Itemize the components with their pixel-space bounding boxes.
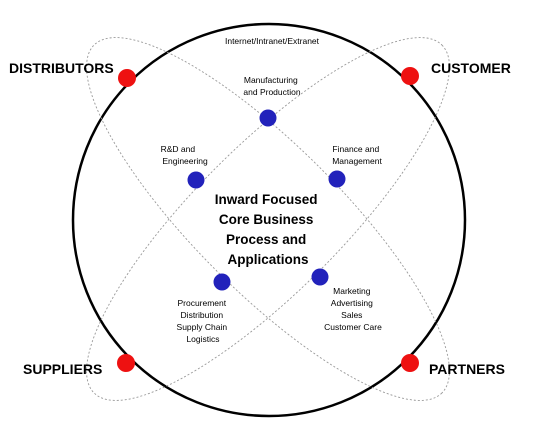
center-title: Inward Focused Core Business Process and… xyxy=(215,192,322,267)
partners-node xyxy=(401,354,419,372)
procurement-node xyxy=(213,273,231,291)
customer-node xyxy=(401,67,419,85)
suppliers-label: SUPPLIERS xyxy=(23,361,102,377)
distributors-label: DISTRIBUTORS xyxy=(9,60,114,76)
finance-node xyxy=(328,170,346,188)
customer-label: CUSTOMER xyxy=(431,60,511,76)
partners-label: PARTNERS xyxy=(429,361,505,377)
finance-label: Finance and Management xyxy=(332,144,382,166)
rnd-label: R&D and Engineering xyxy=(161,144,208,166)
manufacturing-label: Manufacturing and Production xyxy=(243,75,300,97)
procurement-label: Procurement Distribution Supply Chain Lo… xyxy=(177,298,230,344)
outer-circle xyxy=(71,22,467,418)
orbit-ellipse-descending xyxy=(86,37,450,401)
rnd-node xyxy=(187,171,205,189)
marketing-label: Marketing Advertising Sales Customer Car… xyxy=(324,286,382,332)
marketing-node xyxy=(311,268,329,286)
ring-label: Internet/Intranet/Extranet xyxy=(225,36,320,46)
manufacturing-node xyxy=(259,109,277,127)
suppliers-node xyxy=(117,354,135,372)
distributors-node xyxy=(118,69,136,87)
